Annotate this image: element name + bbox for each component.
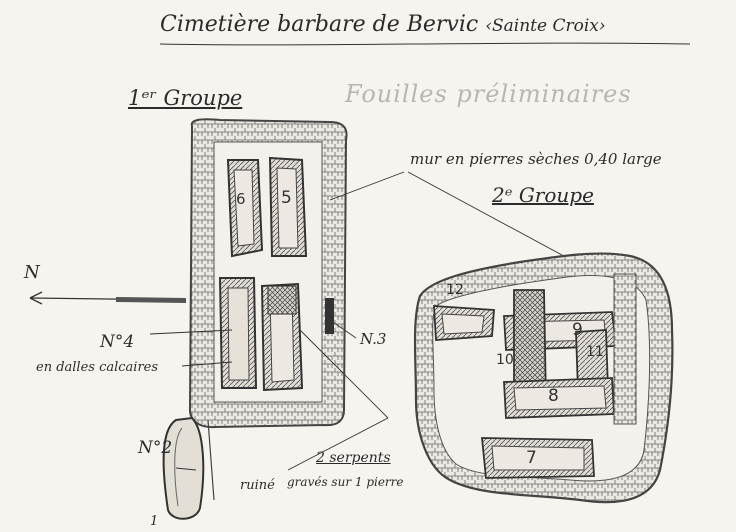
title-underline: [159, 42, 691, 46]
dry-stone-wall-label: mur en pierres sèches 0,40 large: [410, 150, 662, 168]
tomb-5-number: 5: [281, 188, 292, 208]
tomb-7-number: 7: [526, 448, 537, 468]
group2-heading: 2ᵉ Groupe: [492, 183, 594, 207]
tomb-12-number: 12: [446, 282, 464, 298]
north-arrow: [29, 291, 187, 305]
ruined-label: ruiné: [240, 478, 275, 493]
leader-n4: [149, 329, 233, 335]
leader-n3: [329, 319, 357, 339]
tomb-6-number: 6: [236, 190, 246, 208]
serpents-label-line1: 2 serpents: [316, 450, 391, 466]
group1-heading: 1ᵉʳ Groupe: [128, 86, 243, 110]
tomb-10-number: 10: [496, 352, 514, 368]
preliminary-excavations-heading: Fouilles préliminaires: [345, 80, 632, 108]
tomb-11-number: 11: [586, 344, 604, 360]
page-title: Cimetière barbare de Bervic ‹Sainte Croi…: [160, 12, 606, 37]
tomb-7: [481, 437, 595, 479]
title-place: ‹Sainte Croix›: [485, 16, 606, 36]
tomb-4: [218, 277, 258, 389]
tomb-3-label: N.3: [360, 330, 387, 348]
tomb-2-label: N°2: [138, 438, 173, 458]
tomb-8: [503, 377, 615, 419]
tomb-6: [226, 159, 264, 258]
group2-wall-section: [613, 273, 637, 425]
leader-dalles: [181, 361, 233, 367]
north-label: N: [24, 262, 40, 283]
leader-n2: [175, 467, 197, 471]
tomb-8-number: 8: [548, 386, 559, 406]
tomb-3-marker: [325, 298, 334, 334]
title-main: Cimetière barbare de Bervic: [160, 12, 479, 37]
tomb-center: [260, 282, 304, 392]
tomb-5: [268, 156, 308, 257]
tomb-9-number: 9: [572, 320, 583, 340]
limestone-slabs-label: en dalles calcaires: [36, 360, 159, 375]
tomb-4-label: N°4: [100, 332, 135, 352]
leader-serpents-2: [287, 417, 389, 471]
tomb-12: [433, 305, 495, 341]
leader-serpents: [299, 329, 389, 419]
tomb-1-label: 1: [150, 514, 159, 529]
serpents-label-line2: gravés sur 1 pierre: [287, 475, 404, 489]
leader-wall-g1: [329, 171, 405, 201]
tomb-1-outline: [207, 419, 215, 501]
